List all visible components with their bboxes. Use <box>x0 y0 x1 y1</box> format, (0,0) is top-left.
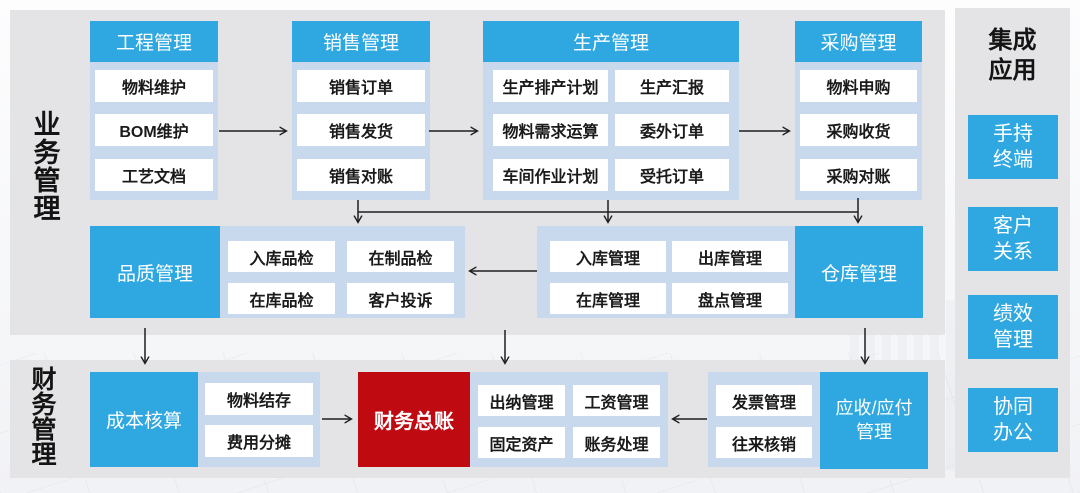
box-sales-delivery: 销售发货 <box>297 114 425 146</box>
sales-management-header: 销售管理 <box>292 21 430 62</box>
box-production-scheduling-plan: 生产排产计划 <box>493 70 608 102</box>
box-entrusted-order: 受托订单 <box>615 159 729 191</box>
quality-management-box: 品质管理 <box>90 226 220 318</box>
finance-section-label: 财务管理 <box>31 366 57 469</box>
box-workshop-operation-plan: 车间作业计划 <box>493 159 608 191</box>
warehouse-management-box: 仓库管理 <box>795 226 923 318</box>
box-in-stock-management: 在库管理 <box>550 283 666 314</box>
cost-items-group: 物料结存 费用分摊 <box>198 372 320 467</box>
box-production-report: 生产汇报 <box>615 70 729 102</box>
ar-ap-items-group: 发票管理 往来核销 <box>708 372 820 467</box>
procurement-group: 采购管理 物料申购 采购收货 采购对账 <box>795 21 922 200</box>
box-in-stock-inspection: 在库品检 <box>228 283 335 314</box>
box-purchase-reconciliation: 采购对账 <box>800 159 917 191</box>
box-incoming-inspection: 入库品检 <box>228 241 335 272</box>
box-in-process-inspection: 在制品检 <box>347 241 454 272</box>
quality-items-group: 入库品检 在制品检 在库品检 客户投诉 <box>220 226 465 318</box>
finance-ops-group: 出纳管理 工资管理 固定资产 账务处理 <box>470 372 668 467</box>
box-sales-order: 销售订单 <box>297 70 425 102</box>
box-material-balance: 物料结存 <box>205 383 313 415</box>
box-cashier-management: 出纳管理 <box>478 385 565 416</box>
engineering-group: 工程管理 物料维护 BOM维护 工艺文档 <box>90 21 218 200</box>
app-performance-management: 绩效 管理 <box>968 295 1058 359</box>
box-sales-reconciliation: 销售对账 <box>297 159 425 191</box>
box-stocktaking-management: 盘点管理 <box>672 283 788 314</box>
box-material-requisition: 物料申购 <box>800 70 917 102</box>
engineering-management-header: 工程管理 <box>90 21 218 62</box>
production-management-header: 生产管理 <box>483 21 739 62</box>
cost-accounting-box: 成本核算 <box>90 372 198 467</box>
box-outsourcing-order: 委外订单 <box>615 114 729 146</box>
app-collaborative-office: 协同 办公 <box>968 388 1058 452</box>
app-customer-relationship: 客户 关系 <box>968 207 1058 271</box>
warehouse-items-group: 入库管理 出库管理 在库管理 盘点管理 <box>537 226 795 318</box>
box-customer-complaint: 客户投诉 <box>347 283 454 314</box>
app-handheld-terminal: 手持 终端 <box>968 115 1058 179</box>
box-invoice-management: 发票管理 <box>716 385 812 416</box>
integration-title: 集成 应用 <box>988 27 1037 84</box>
box-process-documents: 工艺文档 <box>95 159 213 191</box>
box-account-processing: 账务处理 <box>573 427 660 458</box>
box-material-requirement-calc: 物料需求运算 <box>493 114 608 146</box>
ar-ap-management-box: 应收/应付 管理 <box>820 372 928 469</box>
box-bom-maintenance: BOM维护 <box>95 114 213 146</box>
box-payroll-management: 工资管理 <box>573 385 660 416</box>
box-inbound-management: 入库管理 <box>550 241 666 272</box>
box-material-maintenance: 物料维护 <box>95 70 213 102</box>
box-outbound-management: 出库管理 <box>672 241 788 272</box>
sales-group: 销售管理 销售订单 销售发货 销售对账 <box>292 21 430 200</box>
business-section-label: 业务管理 <box>33 110 61 225</box>
box-transaction-verification: 往来核销 <box>716 427 812 458</box>
box-fixed-assets: 固定资产 <box>478 427 565 458</box>
procurement-management-header: 采购管理 <box>795 21 922 62</box>
general-ledger-box: 财务总账 <box>358 372 470 467</box>
production-group: 生产管理 生产排产计划 物料需求运算 车间作业计划 生产汇报 委外订单 受托订单 <box>483 21 739 200</box>
box-purchase-receiving: 采购收货 <box>800 114 917 146</box>
box-expense-allocation: 费用分摊 <box>205 425 313 457</box>
